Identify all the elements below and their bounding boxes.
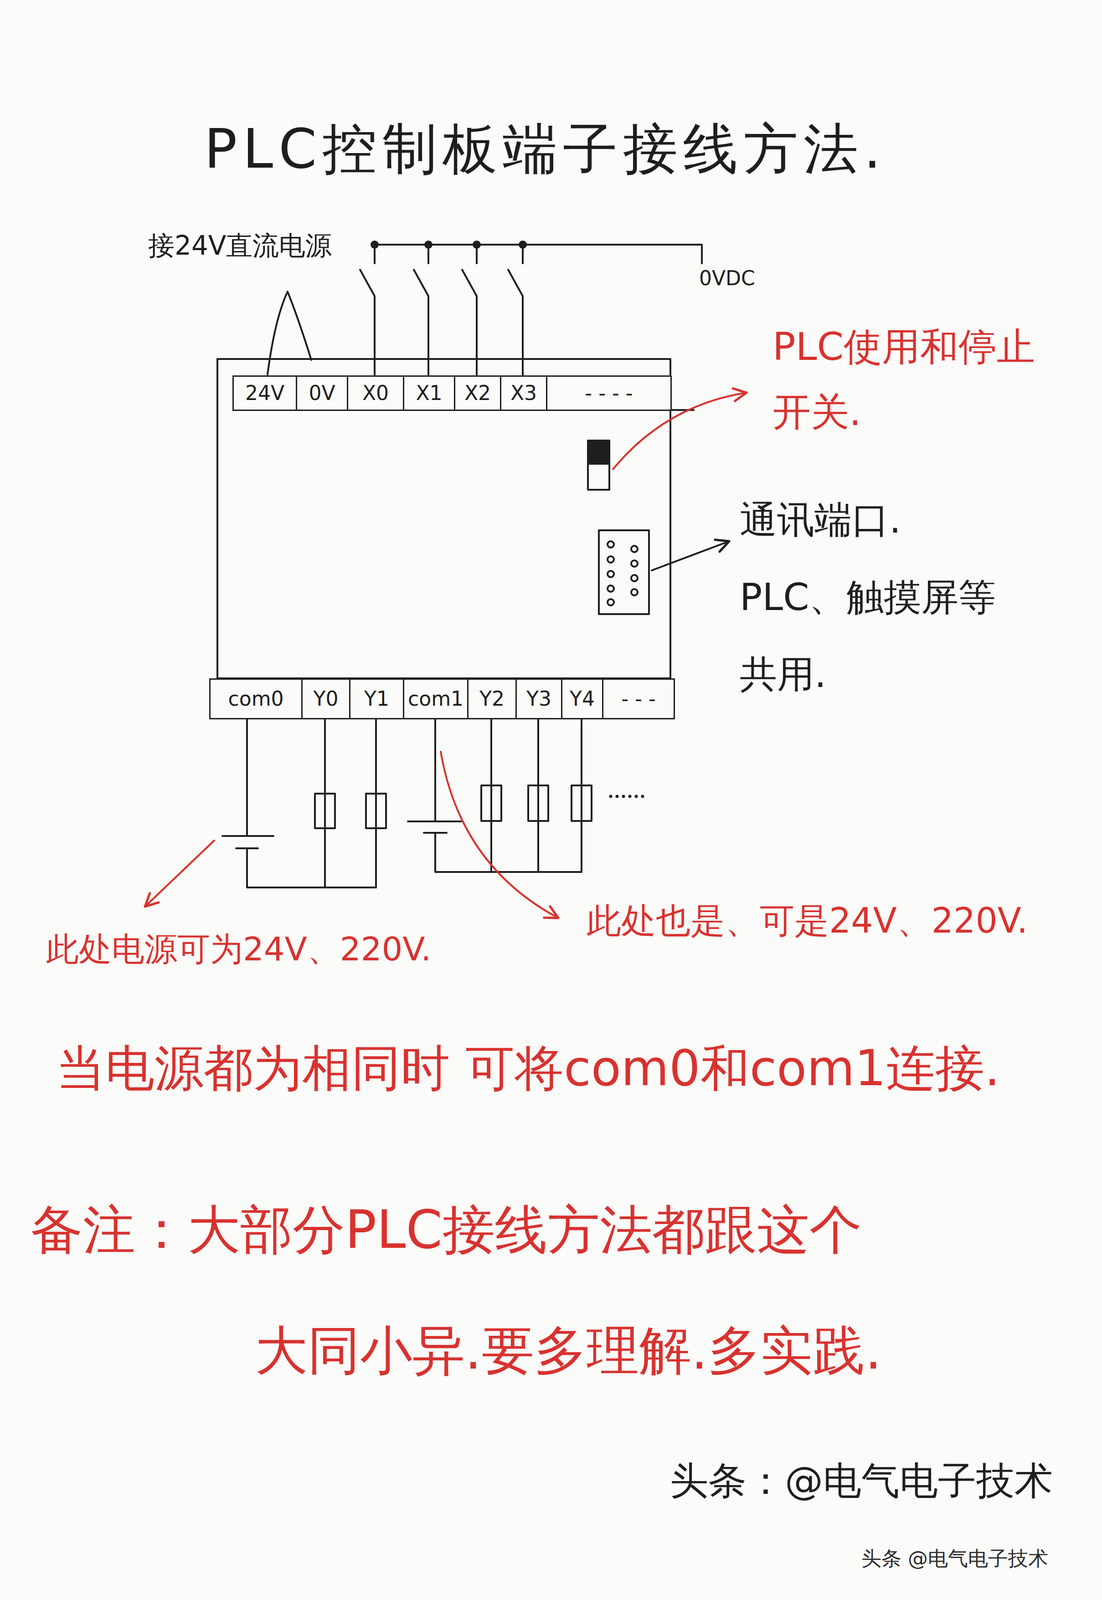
callout-arrow	[440, 751, 559, 919]
output-wire	[375, 719, 377, 888]
output-wire	[537, 719, 540, 873]
callout-arrow	[144, 840, 215, 907]
terminal-label: - - - -	[584, 382, 633, 405]
terminal-label: Y4	[569, 688, 595, 711]
terminal-cell: 0V	[295, 375, 349, 412]
ellipsis-dot	[641, 795, 645, 799]
switch-symbol	[413, 244, 429, 376]
wiring-note: 当电源都为相同时 可将com0和com1连接.	[56, 1039, 1000, 1099]
coil-symbol	[365, 793, 387, 829]
output-wire	[324, 719, 326, 888]
remark-note: 备注：大部分PLC接线方法都跟这个 大同小异.要多理解.多实践.	[30, 1169, 979, 1411]
ellipsis-dot	[628, 795, 632, 799]
terminal-cell: com1	[402, 678, 469, 720]
output-wire	[435, 719, 582, 873]
ellipsis-dot	[615, 795, 619, 799]
callout-note: PLC使用和停止 开关.	[772, 314, 1051, 445]
coil-symbol	[314, 793, 335, 829]
terminal-cell: X1	[402, 375, 456, 412]
ground-label: 0VDC	[699, 266, 756, 291]
terminal-label: X0	[362, 382, 389, 405]
common-wire	[374, 244, 702, 264]
battery-symbol	[423, 832, 447, 835]
terminal-cell: X0	[346, 375, 405, 412]
title: PLC控制板端子接线方法.	[204, 116, 887, 182]
coil-symbol	[481, 785, 502, 822]
terminal-cell: - - -	[602, 678, 675, 720]
callout-note: 此处电源可为24V、220V.	[46, 929, 432, 969]
comm-port	[598, 530, 649, 615]
terminal-cell: X2	[453, 375, 502, 412]
output-wire	[580, 719, 583, 873]
terminal-label: X2	[464, 382, 491, 405]
terminal-cell: Y3	[515, 678, 563, 720]
ellipsis-dot	[622, 795, 626, 799]
leader-line	[267, 291, 312, 375]
port-pin	[631, 575, 638, 582]
output-wire	[247, 719, 376, 888]
watermark: 头条 @电气电子技术	[861, 1547, 1049, 1572]
port-pin	[631, 589, 638, 596]
terminal-cell: Y4	[561, 678, 604, 720]
terminal-cell: Y1	[349, 678, 405, 720]
terminal-label: Y2	[479, 688, 505, 711]
terminal-label: Y0	[313, 688, 339, 711]
terminal-cell: 24V	[232, 375, 298, 412]
battery-symbol	[236, 847, 258, 850]
terminal-label: com1	[407, 688, 464, 711]
terminal-cell: Y0	[301, 678, 351, 720]
port-pin	[631, 560, 638, 567]
terminal-label: X3	[510, 382, 537, 405]
terminal-label: 24V	[245, 382, 285, 405]
terminal-label: com0	[228, 688, 284, 711]
switch-symbol	[462, 244, 477, 376]
terminal-label: X1	[415, 382, 443, 405]
terminal-label: 0V	[308, 382, 335, 405]
ellipsis-dot	[609, 795, 613, 799]
port-pin	[607, 556, 614, 563]
output-wire	[490, 719, 493, 873]
callout-note: 通讯端口. PLC、触摸屏等 共用.	[739, 481, 1007, 714]
terminal-cell: X3	[499, 375, 548, 412]
terminal-cell: com0	[209, 678, 303, 720]
port-pin	[607, 585, 614, 593]
port-pin	[607, 599, 614, 606]
callout-arrow	[651, 541, 730, 571]
terminal-label: Y1	[364, 688, 390, 711]
coil-symbol	[528, 785, 549, 822]
switch-symbol	[508, 244, 523, 376]
terminal-label: - - -	[621, 688, 656, 711]
port-pin	[607, 541, 614, 548]
callout-note: 此处也是、可是24V、220V.	[586, 900, 1028, 942]
port-pin	[607, 571, 614, 578]
port-pin	[631, 545, 638, 553]
ellipsis-dot	[634, 795, 639, 799]
coil-symbol	[571, 785, 592, 822]
author-credit: 头条：@电气电子技术	[669, 1458, 1053, 1505]
switch-lever	[587, 440, 610, 465]
battery-symbol	[222, 835, 274, 838]
terminal-label: Y3	[526, 688, 552, 711]
run-stop-switch	[587, 440, 610, 490]
power-note: 接24V直流电源	[148, 230, 332, 263]
terminal-cell: Y2	[467, 678, 517, 720]
battery-symbol	[407, 820, 462, 823]
terminal-cell: - - - -	[545, 375, 672, 412]
switch-symbol	[360, 244, 375, 376]
